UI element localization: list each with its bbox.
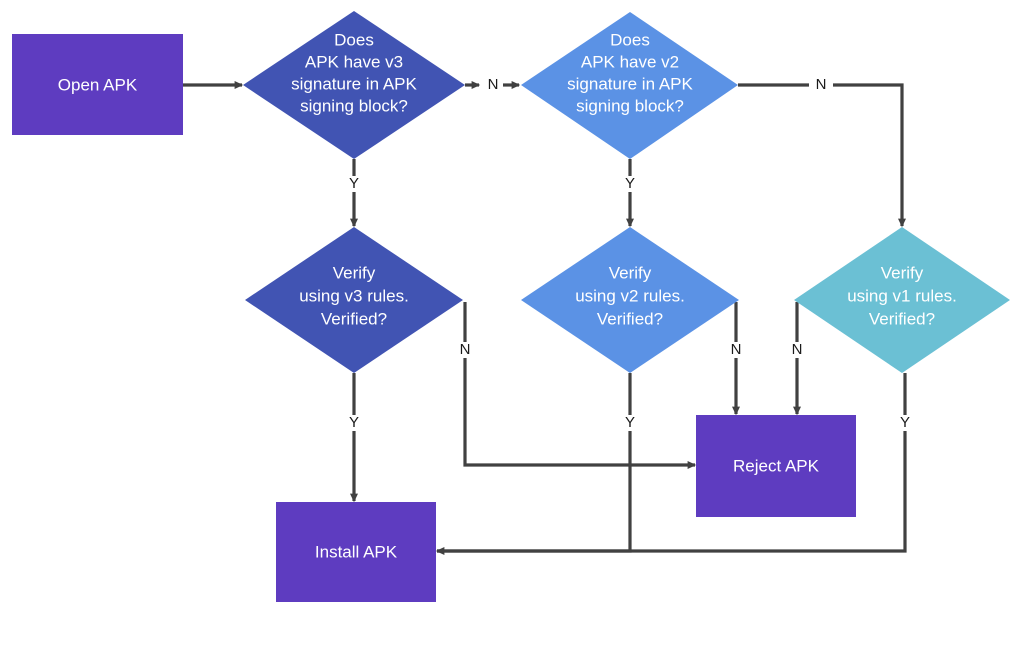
node-open-apk[interactable]: Open APK [12,34,183,135]
node-question-v3[interactable]: Does APK have v3 signature in APK signin… [243,11,465,159]
question-v2-line-4: signing block? [576,96,684,115]
question-v2-line-3: signature in APK [567,74,693,93]
edge-label-qv2-no: N [816,76,827,93]
edge-vv3-no-seg2 [463,358,697,469]
edge-label-vv2-yes: Y [625,414,635,431]
edge-label-qv3-no: N [488,76,499,93]
verify-v3-line-1: Verify [333,263,376,282]
install-apk-rect [276,502,436,602]
edge-label-vv3-yes: Y [349,414,359,431]
verify-v2-line-1: Verify [609,263,652,282]
open-apk-rect [12,34,183,135]
reject-apk-rect [696,415,856,517]
node-question-v2[interactable]: Does APK have v2 signature in APK signin… [521,12,738,159]
install-apk-label: Install APK [315,542,398,561]
verify-v1-line-1: Verify [881,263,924,282]
question-v2-line-2: APK have v2 [581,52,679,71]
edge-vv1-yes-seg2 [437,431,907,553]
question-v3-diamond [243,11,465,159]
edge-label-vv1-yes: Y [900,414,910,431]
edge-qv2-no-seg2 [833,83,906,228]
verify-v1-diamond [794,227,1010,373]
edge-label-qv2-yes: Y [625,175,635,192]
edge-layer [183,81,907,555]
edge-label-vv3-no: N [460,341,471,358]
verify-v2-line-3: Verified? [597,309,663,328]
question-v2-line-1: Does [610,30,650,49]
question-v3-line-1: Does [334,30,374,49]
question-v3-line-3: signature in APK [291,74,417,93]
open-apk-label: Open APK [58,75,138,94]
verify-v1-line-2: using v1 rules. [847,286,957,305]
question-v2-diamond [521,12,738,159]
node-install-apk[interactable]: Install APK [276,502,436,602]
verify-v3-diamond [245,227,463,373]
node-verify-v3[interactable]: Verify using v3 rules. Verified? [245,227,463,373]
verify-v2-diamond [521,227,739,373]
verify-v1-line-3: Verified? [869,309,935,328]
verify-v3-line-3: Verified? [321,309,387,328]
edge-label-qv3-yes: Y [349,175,359,192]
node-verify-v2[interactable]: Verify using v2 rules. Verified? [521,227,739,373]
reject-apk-label: Reject APK [733,456,820,475]
question-v3-line-4: signing block? [300,96,408,115]
edge-label-vv2-no: N [731,341,742,358]
node-verify-v1[interactable]: Verify using v1 rules. Verified? [794,227,1010,373]
edge-label-layer: N Y N Y Y N Y N N Y [349,76,910,431]
node-reject-apk[interactable]: Reject APK [696,415,856,517]
verify-v2-line-2: using v2 rules. [575,286,685,305]
edge-label-vv1-no: N [792,341,803,358]
question-v3-line-2: APK have v3 [305,52,403,71]
verify-v3-line-2: using v3 rules. [299,286,409,305]
